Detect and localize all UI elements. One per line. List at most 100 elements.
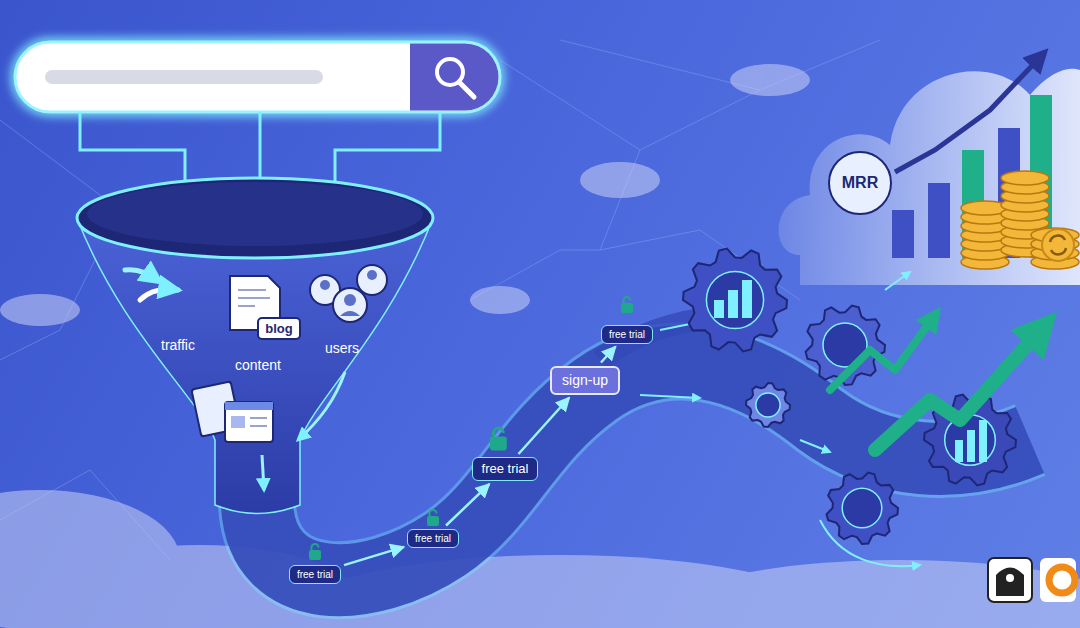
signup-button: sign-up (550, 366, 620, 395)
gears-part (746, 383, 790, 427)
sync-icon-part (1042, 229, 1074, 261)
speech-bubble: blog (257, 317, 300, 340)
traffic-icon-part (140, 289, 178, 300)
funnel (77, 178, 433, 514)
node-text: free trial (609, 329, 645, 340)
gears-part (842, 488, 882, 528)
background-clouds-part (470, 286, 530, 314)
lock-icons-part (621, 297, 633, 313)
funnel-arrows-part (298, 372, 345, 440)
icon-label: traffic (161, 337, 195, 354)
lock-icons-part (309, 544, 321, 560)
trial-badge: free trial (407, 529, 459, 548)
lock-icons-part-part (624, 297, 631, 303)
mrr-chart (892, 52, 1052, 258)
growth-arrows (830, 315, 1045, 450)
users-icon-part (320, 280, 330, 290)
lock-icons-part-part (312, 544, 319, 550)
lock-icons-part (427, 510, 439, 526)
gear-charts (714, 280, 987, 462)
logo (988, 558, 1076, 602)
logo-part (988, 558, 1032, 602)
logo-part (996, 568, 1024, 597)
funnel-part (77, 178, 433, 258)
gear-charts-part (714, 300, 724, 318)
traffic-icon (125, 270, 178, 300)
flow-arrows-part (885, 272, 910, 290)
flow-connector (344, 547, 404, 565)
page-icons (191, 381, 273, 442)
icon-label: content (235, 357, 281, 374)
lock-icons-part-part (621, 303, 633, 313)
flow-path-part (257, 362, 1030, 581)
mrr-chart-part (892, 210, 914, 258)
search-bar (15, 42, 500, 112)
lock-icons-part-part (490, 436, 507, 450)
search-bar-part (410, 44, 499, 111)
users-icon-part (357, 265, 387, 295)
users-icon-part (344, 294, 356, 306)
gear-charts-part (742, 280, 752, 318)
gear-charts-part (967, 430, 975, 462)
document-icon-part-part (238, 297, 270, 299)
funnel-part (87, 182, 423, 246)
logo-part (1049, 567, 1075, 593)
users-icon (310, 265, 387, 322)
search-bar-part (459, 82, 474, 97)
growth-arrows-part (830, 315, 935, 390)
cloud-panel (779, 69, 1080, 285)
gears-part (756, 393, 780, 417)
network-lines-part (500, 40, 880, 150)
gears (683, 249, 1016, 544)
page-icons-part (250, 417, 267, 419)
node-text: free trial (297, 569, 333, 580)
lock-icons-part-part (494, 428, 504, 436)
document-icon-part (238, 290, 270, 306)
gears-part (683, 249, 787, 352)
lock-icons-part-part (309, 550, 321, 560)
logo-part (1040, 558, 1076, 602)
node-text: sign-up (562, 372, 608, 388)
sync-icon-part (1050, 236, 1066, 255)
flow-connector (601, 347, 616, 363)
flow-arrows-part (800, 440, 830, 452)
metric-circle: MRR (828, 151, 892, 215)
users-icon-part (333, 288, 367, 322)
network-lines (0, 40, 880, 560)
sync-icon (1042, 229, 1074, 261)
background-clouds-part (0, 294, 80, 326)
node-text: MRR (842, 174, 878, 192)
lock-icons-part-part (427, 516, 439, 526)
gear-charts-part (979, 420, 987, 462)
flow-connector (518, 398, 569, 455)
funnel-part (77, 218, 433, 514)
node-text: free trial (415, 533, 451, 544)
background-clouds-part (580, 162, 660, 198)
logo-part (1006, 574, 1014, 582)
lock-icons (309, 297, 633, 560)
flow-path (257, 317, 1030, 580)
node-text: free trial (482, 461, 529, 476)
page-icons-part (250, 425, 267, 427)
traffic-icon-part (125, 270, 160, 282)
trial-badge: free trial (289, 565, 341, 584)
cloud-panel-part (779, 69, 1080, 285)
network-lines-part (560, 40, 760, 90)
gear-charts-part (955, 440, 963, 462)
gears-part (827, 473, 899, 545)
lock-icons-part (490, 428, 507, 450)
document-icon-part-part (238, 305, 255, 307)
mrr-chart-part (928, 183, 950, 258)
trial-badge: free trial (472, 457, 539, 481)
mrr-chart-part (895, 52, 1045, 172)
node-text: blog (265, 321, 292, 336)
search-bar-part (15, 42, 500, 112)
funnel-arrows (262, 372, 345, 490)
search-bar-part (15, 42, 500, 112)
flow-connector (446, 484, 489, 526)
search-bar-part (45, 70, 323, 84)
document-icon-part-part (238, 289, 266, 291)
